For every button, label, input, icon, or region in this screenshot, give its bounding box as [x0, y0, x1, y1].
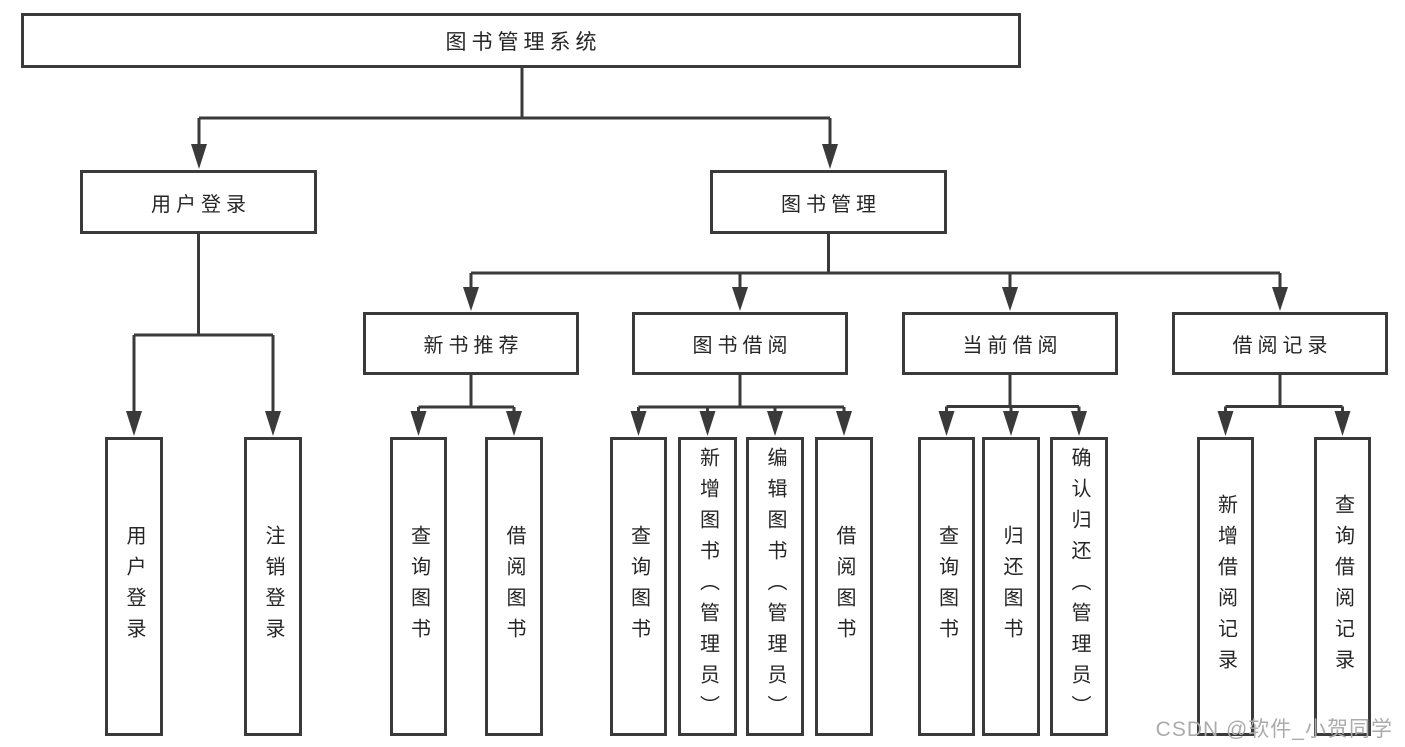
- node-root: 图书管理系统: [21, 13, 1021, 68]
- leaf-records-query-record: 查询借阅记录: [1314, 437, 1371, 736]
- leaf-logout: 注销登录: [244, 437, 302, 736]
- leaf-recommend-query-books: 查询图书: [390, 437, 447, 736]
- leaf-borrowing-edit-books-admin: 编辑图书（管理员）: [746, 437, 804, 736]
- node-current-borrowing: 当前借阅: [902, 312, 1118, 375]
- node-borrow-records: 借阅记录: [1172, 312, 1388, 375]
- leaf-current-return-books: 归还图书: [982, 437, 1040, 736]
- node-book-management: 图书管理: [710, 170, 947, 234]
- leaf-user-login: 用户登录: [105, 437, 163, 736]
- leaf-borrowing-query-books: 查询图书: [610, 437, 667, 736]
- watermark: CSDN @软件_小贺同学: [1155, 718, 1393, 741]
- leaf-borrowing-add-books-admin: 新增图书（管理员）: [678, 437, 737, 736]
- leaf-records-add-record: 新增借阅记录: [1197, 437, 1254, 736]
- leaf-current-confirm-return-admin: 确认归还（管理员）: [1050, 437, 1108, 736]
- leaf-recommend-borrow-books: 借阅图书: [485, 437, 543, 736]
- node-user-login: 用户登录: [80, 170, 317, 234]
- node-new-book-recommend: 新书推荐: [363, 312, 579, 375]
- leaf-borrowing-borrow-books: 借阅图书: [815, 437, 873, 736]
- node-book-borrowing: 图书借阅: [632, 312, 848, 375]
- leaf-current-query-books: 查询图书: [918, 437, 975, 736]
